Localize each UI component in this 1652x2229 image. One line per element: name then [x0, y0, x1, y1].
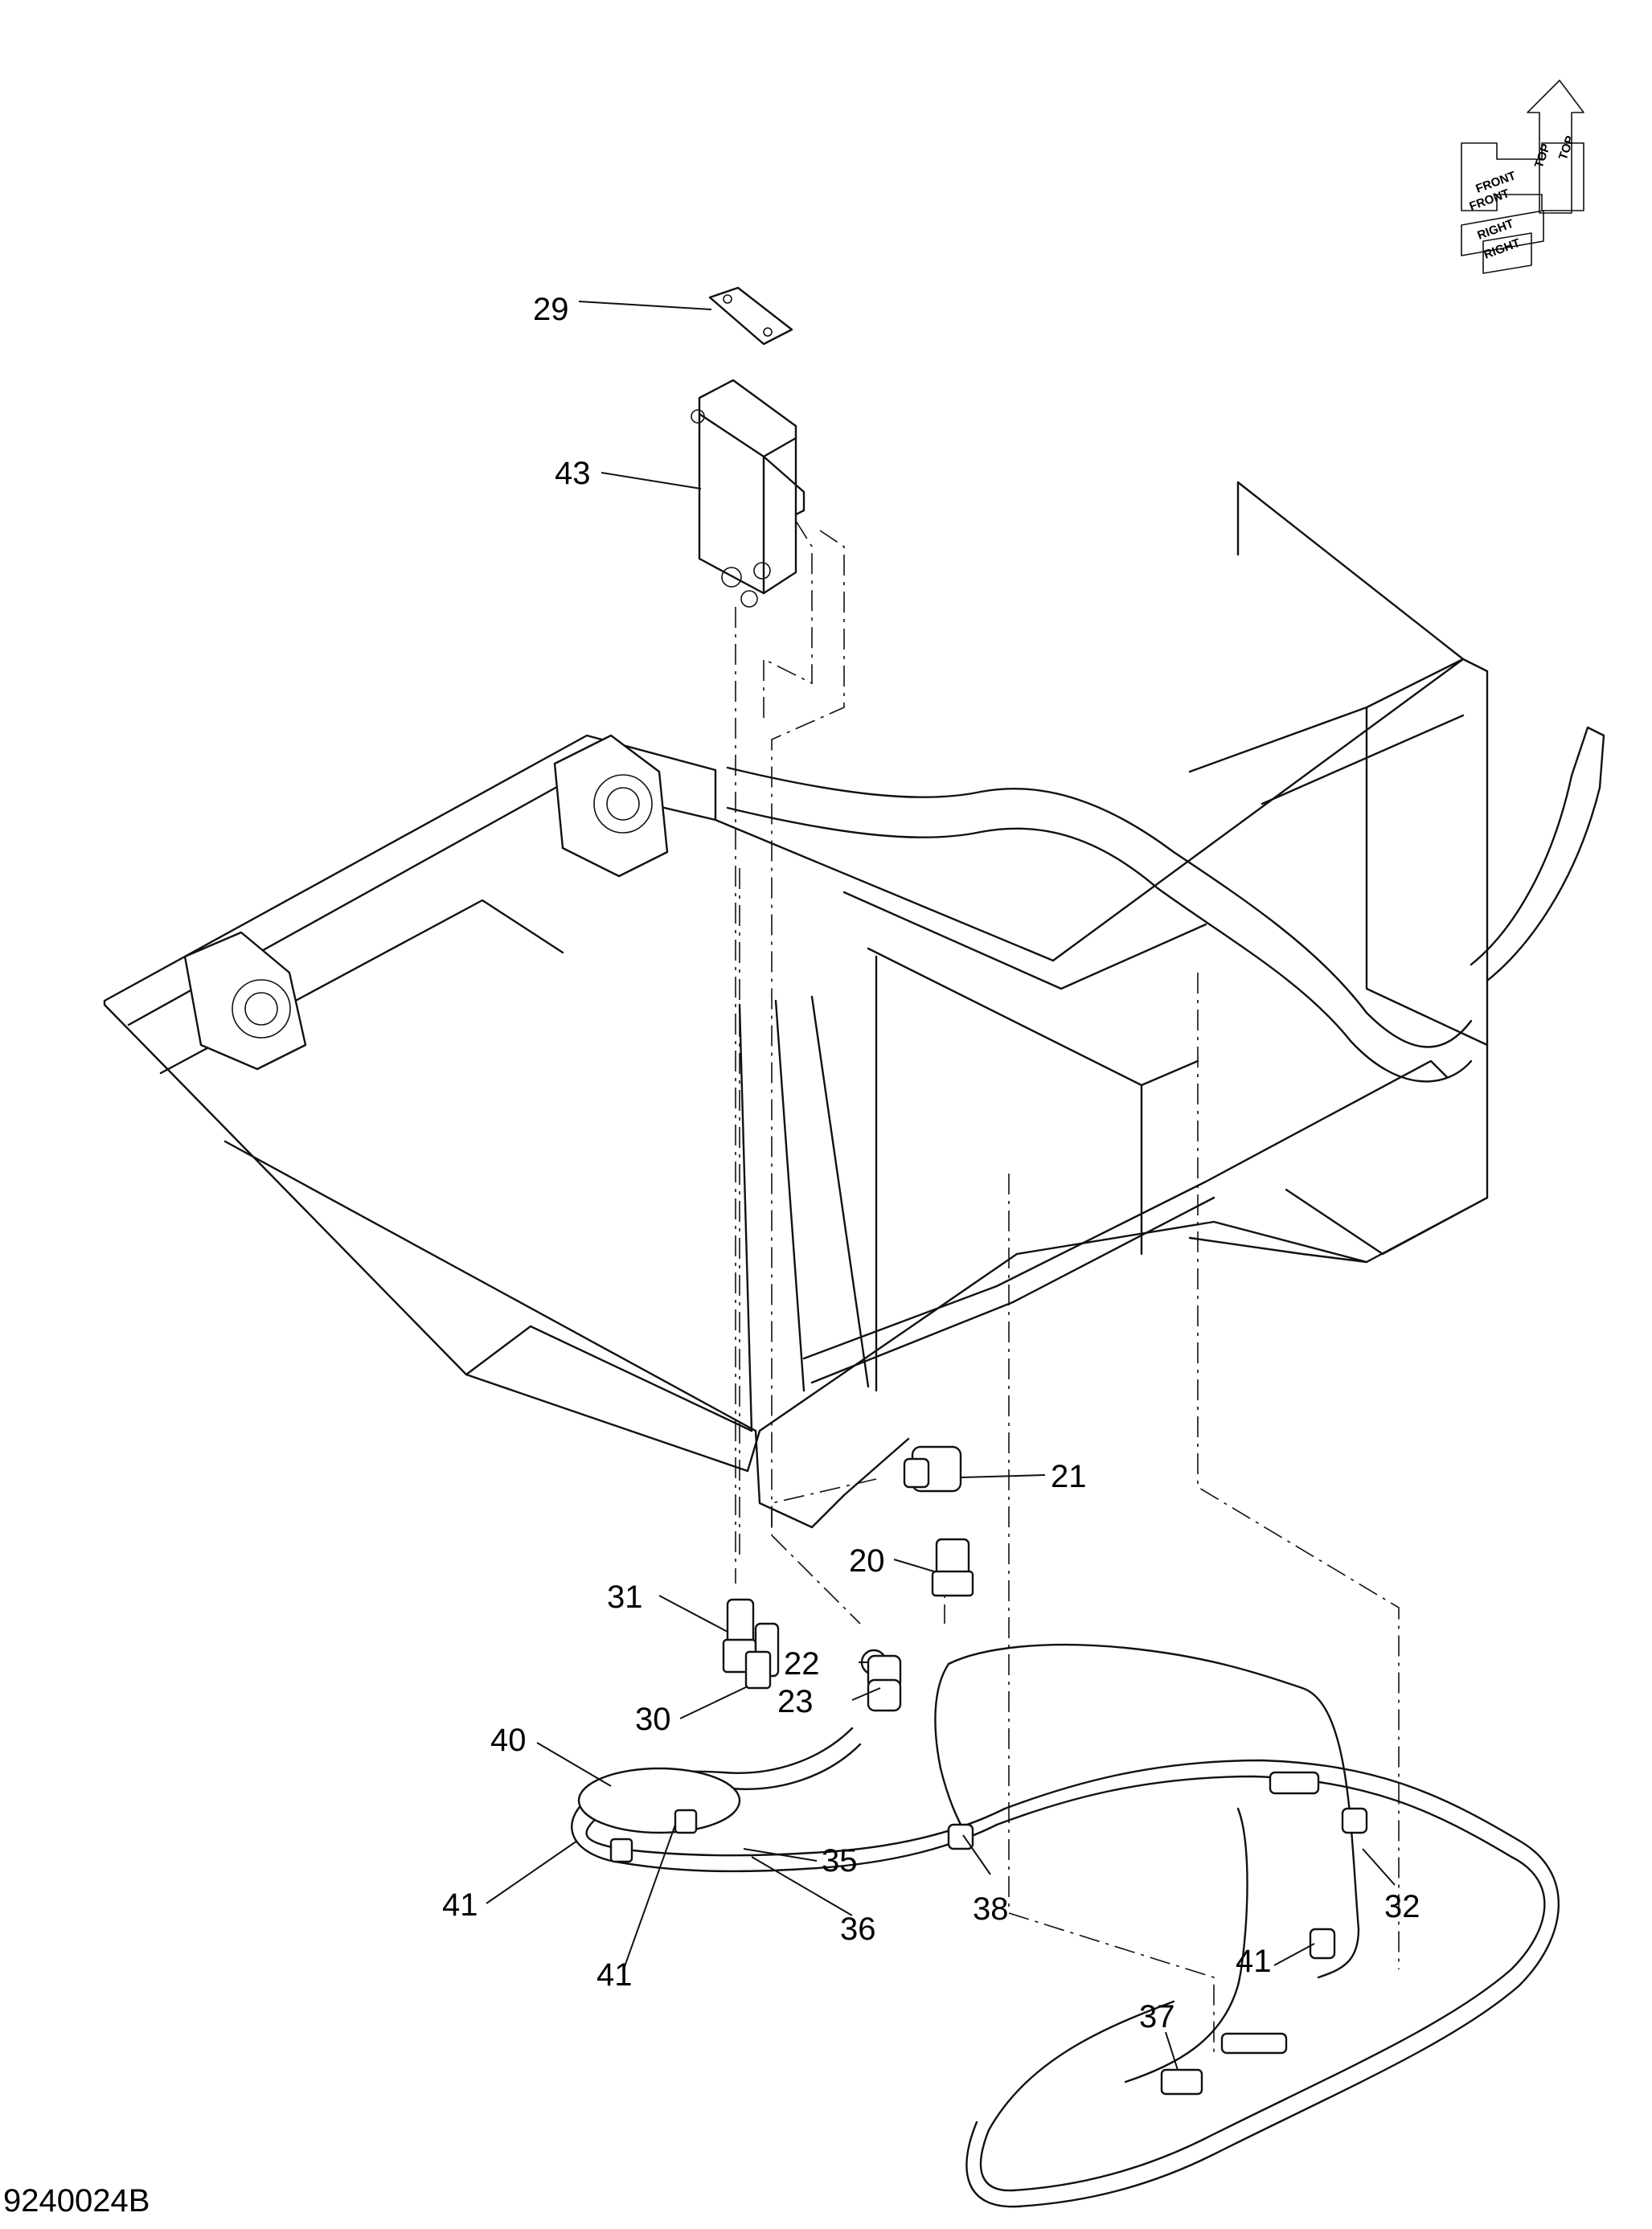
part-29-plate [708, 286, 793, 346]
mount-bracket-rear [553, 734, 669, 878]
callout-30: 30 [635, 1702, 671, 1737]
orient-top-label-2: TOP [1556, 134, 1577, 162]
callout-32: 32 [1384, 1889, 1420, 1924]
orientation-indicator: TOP TOP FRONT FRONT RIGHT RIGHT [1461, 80, 1584, 274]
callout-23: 23 [777, 1684, 814, 1719]
callout-41-left: 41 [442, 1887, 478, 1923]
callout-22: 22 [784, 1646, 820, 1682]
right-handrail [1470, 726, 1605, 982]
part-21-elbow [903, 1445, 962, 1493]
leader-lines [486, 301, 1396, 2071]
wiring-harness [571, 1643, 1560, 2208]
callout-37: 37 [1139, 1999, 1175, 2034]
cross-tube [726, 766, 1473, 1083]
drawing-number: 9240024B [3, 2183, 150, 2219]
callout-21: 21 [1051, 1459, 1087, 1494]
callout-29: 29 [533, 292, 569, 327]
callout-40: 40 [490, 1723, 527, 1758]
callout-20: 20 [849, 1543, 885, 1579]
assembly-center-lines [735, 520, 1400, 2058]
orient-top-label: TOP [1532, 142, 1553, 170]
part-20-switch [931, 1538, 974, 1597]
cab-frame [103, 481, 1489, 1529]
callouts: 29 43 21 20 31 22 23 30 40 35 41 41 36 3… [442, 292, 1420, 2034]
part-43-block [691, 379, 806, 608]
callout-31: 31 [607, 1580, 643, 1615]
part-30-sensor [744, 1622, 780, 1690]
callout-43: 43 [555, 456, 591, 491]
mount-bracket-front [183, 931, 307, 1071]
callout-36: 36 [840, 1911, 876, 1947]
callout-41-right: 41 [1236, 1944, 1272, 1979]
callout-38: 38 [973, 1891, 1009, 1927]
callout-41-bottom: 41 [596, 1957, 633, 1993]
callout-35: 35 [822, 1843, 858, 1879]
part-23-connector [867, 1678, 902, 1712]
